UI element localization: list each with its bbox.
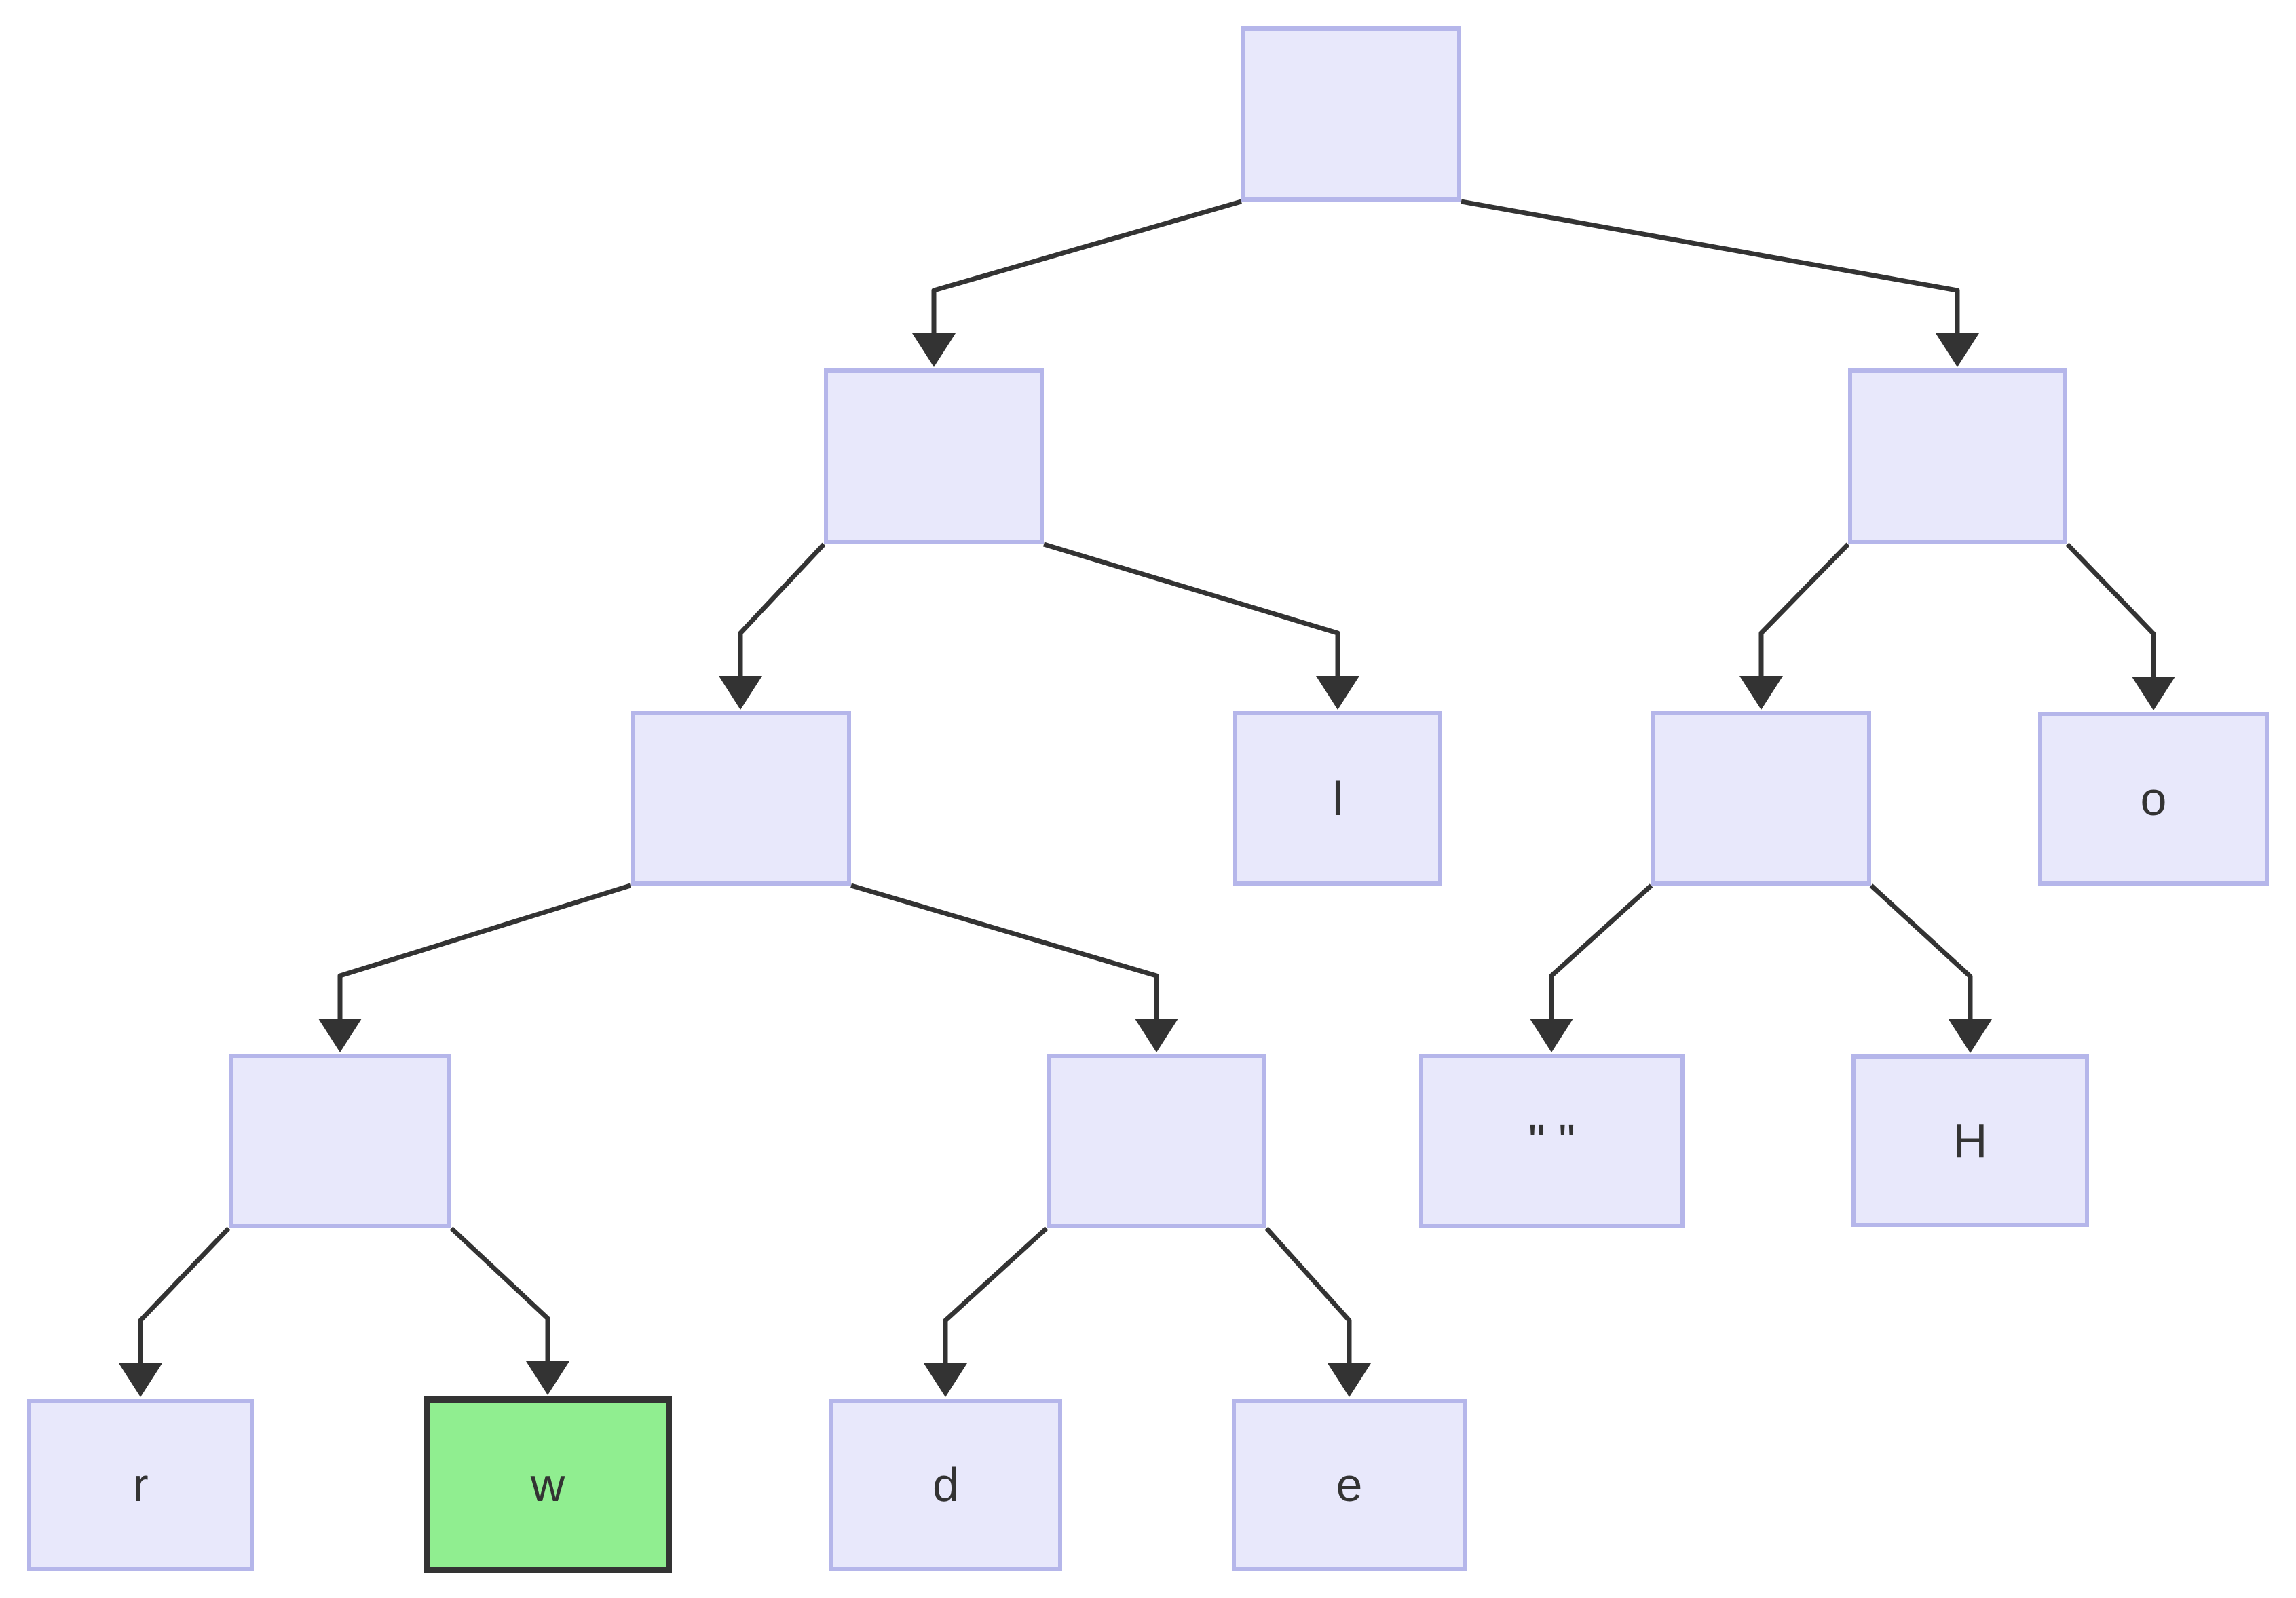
tree-node-internal-4-mid bbox=[1047, 1054, 1266, 1228]
tree-edge-internal-4-left-to-leaf-w bbox=[449, 1226, 569, 1395]
tree-edge-internal-left-to-internal-left-left bbox=[719, 542, 826, 710]
arrowhead-icon bbox=[318, 1019, 362, 1052]
node-label: H bbox=[1953, 1114, 1988, 1167]
tree-leaf-e: e bbox=[1232, 1399, 1467, 1571]
arrowhead-icon bbox=[1739, 676, 1783, 710]
tree-edge-root-to-internal-left bbox=[912, 199, 1242, 367]
node-label: l bbox=[1332, 772, 1343, 825]
node-label: d bbox=[933, 1458, 959, 1511]
arrowhead-icon bbox=[1328, 1363, 1371, 1397]
tree-node-internal-left bbox=[824, 368, 1044, 544]
arrowhead-icon bbox=[912, 333, 956, 367]
arrowhead-icon bbox=[1135, 1019, 1178, 1052]
arrowhead-icon bbox=[1316, 676, 1359, 710]
tree-node-internal-left-left bbox=[631, 711, 851, 886]
arrowhead-icon bbox=[719, 676, 762, 710]
tree-node-root bbox=[1241, 26, 1461, 202]
tree-leaf-d: d bbox=[829, 1399, 1062, 1571]
tree-node-internal-4-left bbox=[229, 1054, 451, 1228]
tree-leaf-o: o bbox=[2038, 712, 2269, 886]
node-label: " " bbox=[1528, 1114, 1576, 1168]
tree-leaf-r: r bbox=[27, 1399, 254, 1571]
node-label: o bbox=[2140, 772, 2167, 825]
tree-leaf-H: H bbox=[1851, 1054, 2089, 1227]
tree-edge-internal-left-left-to-internal-4-mid bbox=[850, 883, 1178, 1052]
tree-edge-internal-right-left-to-leaf-H bbox=[1869, 883, 1992, 1053]
tree-edge-internal-4-mid-to-leaf-e bbox=[1264, 1226, 1371, 1397]
arrowhead-icon bbox=[1530, 1019, 1573, 1052]
tree-edge-root-to-internal-right bbox=[1461, 199, 1979, 367]
tree-edge-internal-4-left-to-leaf-r bbox=[119, 1226, 231, 1397]
tree-leaf-space: " " bbox=[1419, 1054, 1685, 1228]
node-label: e bbox=[1336, 1458, 1363, 1511]
node-label: r bbox=[132, 1458, 149, 1511]
tree-leaf-w-highlighted: w bbox=[424, 1396, 672, 1573]
arrowhead-icon bbox=[119, 1363, 162, 1397]
arrowhead-icon bbox=[526, 1361, 569, 1395]
arrowhead-icon bbox=[924, 1363, 967, 1397]
tree-node-internal-right-left bbox=[1651, 711, 1871, 886]
tree-edge-internal-left-to-leaf-l bbox=[1042, 541, 1359, 710]
tree-edge-internal-right-left-to-leaf-space bbox=[1530, 883, 1653, 1052]
tree-leaf-l: l bbox=[1233, 711, 1442, 886]
tree-edge-internal-left-left-to-internal-4-left bbox=[318, 883, 632, 1052]
arrowhead-icon bbox=[1936, 333, 1979, 367]
tree-edge-internal-right-to-leaf-o bbox=[2065, 542, 2175, 710]
arrowhead-icon bbox=[1949, 1019, 1992, 1053]
arrowhead-icon bbox=[2132, 677, 2175, 710]
tree-edge-internal-right-to-internal-right-left bbox=[1739, 542, 1850, 710]
tree-edge-internal-4-mid-to-leaf-d bbox=[924, 1226, 1049, 1397]
tree-node-internal-right bbox=[1848, 368, 2067, 544]
node-label: w bbox=[530, 1458, 565, 1511]
